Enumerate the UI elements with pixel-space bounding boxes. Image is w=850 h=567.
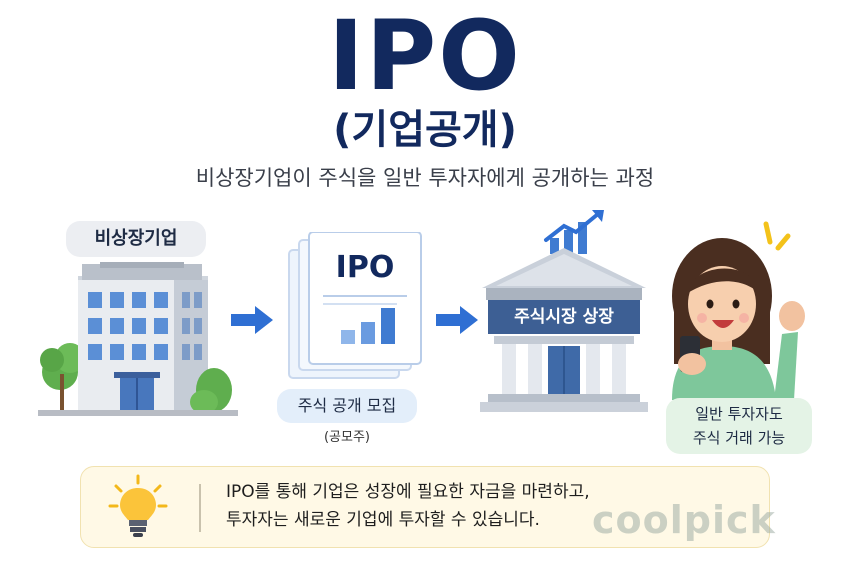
market-banner: 주식시장 상장 <box>514 307 614 327</box>
investor-label-line2: 주식 거래 가능 <box>692 429 786 447</box>
page-subtitle: (기업공개) <box>333 107 517 153</box>
ipo-sublabel: (공모주) <box>323 430 371 445</box>
arrow-right-icon <box>231 306 273 334</box>
bank-icon <box>480 248 648 412</box>
info-line1: IPO를 통해 기업은 성장에 필요한 자금을 마련하고, <box>226 482 590 502</box>
office-building-icon <box>38 262 238 416</box>
info-box <box>80 466 770 548</box>
company-label: 비상장기업 <box>66 221 206 257</box>
arrow-right-icon <box>436 306 478 334</box>
page-title: IPO <box>328 0 522 112</box>
investor-icon <box>672 221 805 400</box>
page-description: 비상장기업이 주식을 일반 투자자에게 공개하는 과정 <box>195 166 655 190</box>
ipo-document-title: IPO <box>335 250 395 285</box>
investor-label-line1: 일반 투자자도 <box>695 405 783 423</box>
info-line2: 투자자는 새로운 기업에 투자할 수 있습니다. <box>226 510 540 530</box>
investor-label: 일반 투자자도 주식 거래 가능 <box>666 398 812 454</box>
info-text: IPO를 통해 기업은 성장에 필요한 자금을 마련하고, 투자자는 새로운 기… <box>226 478 766 534</box>
lightbulb-icon <box>108 474 168 537</box>
document-icon <box>288 232 422 379</box>
chart-arrow-icon <box>544 210 604 254</box>
watermark: coolpick <box>592 498 776 542</box>
ipo-label: 주식 공개 모집 <box>277 389 417 423</box>
info-divider <box>199 484 201 532</box>
